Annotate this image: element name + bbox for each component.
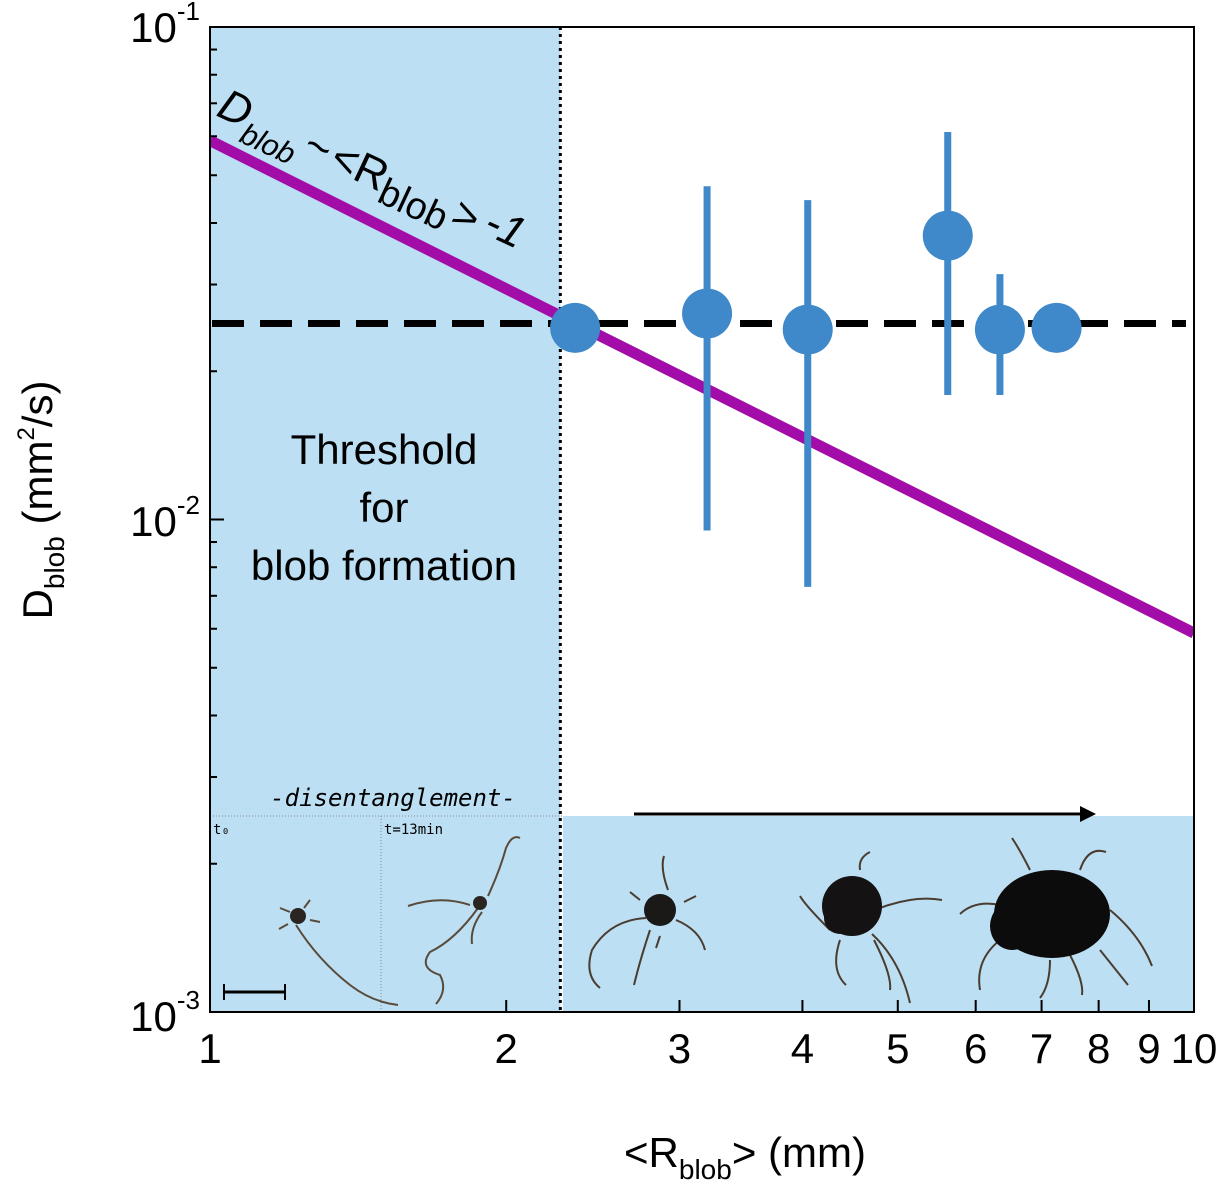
x-axis-label: <Rblob> (mm) bbox=[624, 1129, 866, 1184]
x-tick-label-5: 5 bbox=[886, 1025, 909, 1072]
threshold-shaded-region bbox=[210, 27, 561, 1012]
region-label-line-1: Threshold bbox=[291, 426, 478, 473]
growth-arrow-head bbox=[1080, 806, 1096, 822]
x-tick-label-10: 10 bbox=[1171, 1025, 1218, 1072]
data-point-5 bbox=[974, 274, 1025, 395]
marker-1 bbox=[550, 302, 601, 353]
region-label: Threshold for blob formation bbox=[251, 426, 517, 589]
inset-title: -disentanglement- bbox=[270, 784, 516, 812]
data-point-6 bbox=[1031, 302, 1082, 353]
marker-6 bbox=[1031, 302, 1082, 353]
blob-photo-1 bbox=[278, 899, 399, 1006]
data-point-1 bbox=[550, 302, 601, 353]
x-tick-label-1: 1 bbox=[198, 1025, 221, 1072]
fit-line bbox=[210, 135, 1194, 639]
y-tick-label-3: 10-3 bbox=[130, 985, 200, 1040]
x-axis-ticks bbox=[209, 1000, 1195, 1012]
y-axis-ticks bbox=[210, 26, 224, 1013]
data-point-3 bbox=[782, 200, 833, 587]
y-tick-label-1: 10-1 bbox=[130, 0, 200, 51]
marker-2 bbox=[682, 288, 733, 339]
x-tick-label-2: 2 bbox=[495, 1025, 518, 1072]
inset-photo-strip: -disentanglement- t₀ t=13min bbox=[210, 784, 1194, 1012]
marker-5 bbox=[974, 304, 1025, 355]
x-tick-label-3: 3 bbox=[668, 1025, 691, 1072]
blob-photo-4 bbox=[799, 851, 943, 1004]
x-tick-label-8: 8 bbox=[1087, 1025, 1110, 1072]
blob-photo-2 bbox=[407, 836, 521, 1005]
x-tick-label-7: 7 bbox=[1030, 1025, 1053, 1072]
y-tick-labels: 10-1 10-2 10-3 bbox=[130, 0, 200, 1040]
region-label-line-3: blob formation bbox=[251, 542, 517, 589]
data-point-2 bbox=[682, 186, 733, 531]
x-tick-label-4: 4 bbox=[791, 1025, 814, 1072]
data-points bbox=[550, 132, 1082, 587]
frame-label-t13: t=13min bbox=[384, 822, 443, 838]
marker-4 bbox=[922, 210, 973, 261]
data-point-4 bbox=[922, 132, 973, 395]
blob-photo-3 bbox=[588, 855, 706, 989]
region-label-line-2: for bbox=[359, 484, 408, 531]
x-tick-label-6: 6 bbox=[964, 1025, 987, 1072]
x-tick-label-9: 9 bbox=[1137, 1025, 1160, 1072]
y-tick-label-2: 10-2 bbox=[130, 490, 200, 545]
blob-photo-5 bbox=[959, 837, 1153, 999]
marker-3 bbox=[782, 304, 833, 355]
frame-label-t0: t₀ bbox=[213, 822, 230, 838]
y-axis-label: Dblob (mm2/s) bbox=[13, 381, 70, 620]
